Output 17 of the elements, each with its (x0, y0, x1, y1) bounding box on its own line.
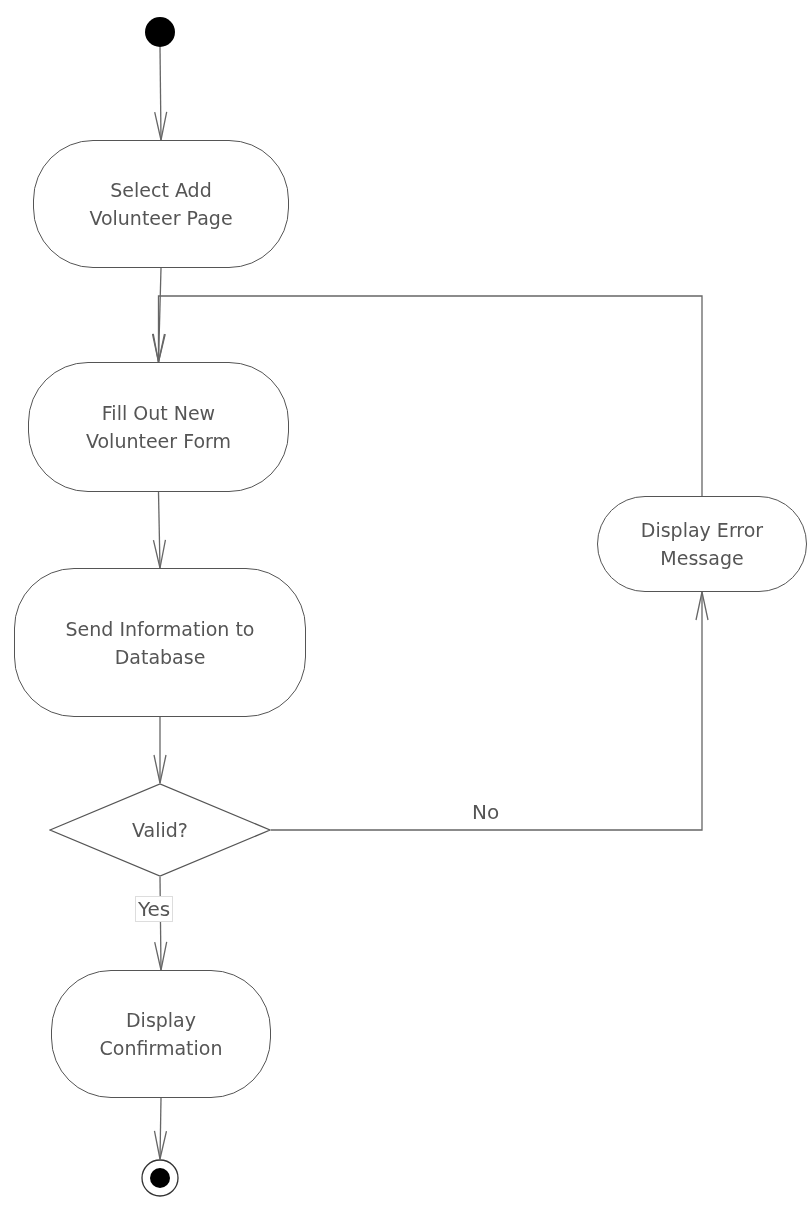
arrow (153, 716, 167, 784)
node-text: Valid? (132, 818, 188, 843)
edge-label: Yes (135, 896, 174, 922)
node-text: Display Confirmation (98, 1008, 224, 1061)
arrow (154, 46, 168, 141)
arrow (152, 267, 166, 363)
node-text: Display Error Message (639, 518, 765, 571)
node-text: Fill Out New Volunteer Form (84, 401, 233, 454)
node-text: Send Information to Database (64, 616, 256, 670)
arrow (151, 295, 703, 497)
node-text: Select Add Volunteer Page (88, 178, 234, 231)
arrow (153, 1097, 168, 1160)
arrow (152, 491, 167, 569)
initial-node (145, 17, 175, 47)
decision-diamond (49, 783, 271, 877)
final-node (141, 1159, 179, 1197)
arrow (270, 591, 709, 831)
